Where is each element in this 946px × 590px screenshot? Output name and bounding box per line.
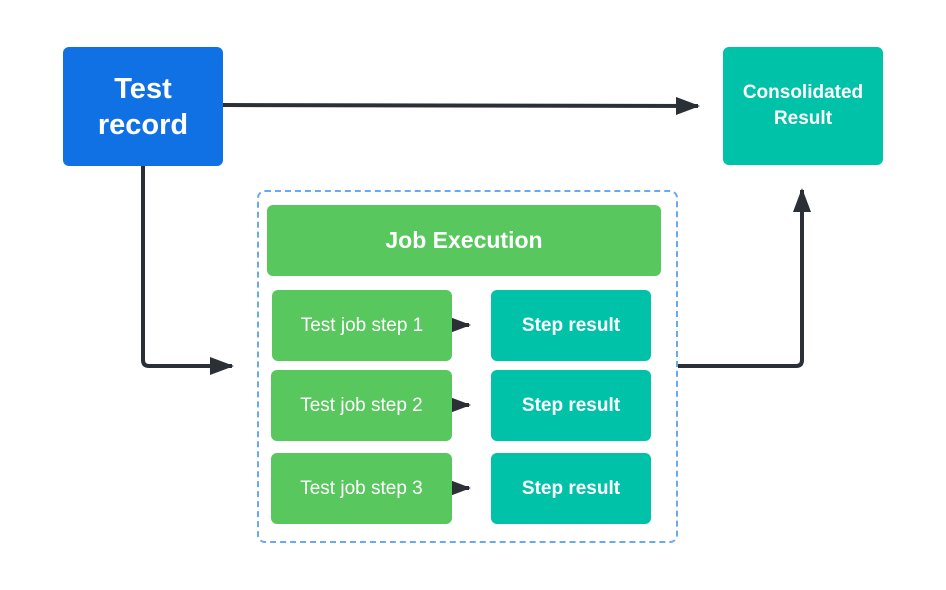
consolidated-result-label: Consolidated Result bbox=[742, 82, 864, 129]
step-node-2[interactable]: Test job step 2 bbox=[271, 370, 452, 441]
job-execution-node[interactable]: Job Execution bbox=[267, 205, 661, 276]
step-label: Test job step 1 bbox=[300, 314, 424, 336]
step-result-label: Step result bbox=[521, 477, 621, 499]
step-node-3[interactable]: Test job step 3 bbox=[271, 453, 452, 524]
connector-record-to-job bbox=[141, 166, 234, 375]
step-label: Test job step 2 bbox=[300, 394, 423, 416]
test-record-node[interactable]: Test record bbox=[63, 47, 223, 166]
step-result-node-2[interactable]: Step result bbox=[491, 370, 651, 441]
step-result-label: Step result bbox=[521, 394, 621, 416]
connector-record-to-consolidated bbox=[222, 96, 700, 115]
consolidated-result-node[interactable]: Consolidated Result bbox=[723, 47, 883, 165]
test-record-label: Test record bbox=[97, 72, 189, 141]
connector-job-to-consolidated bbox=[678, 188, 811, 368]
step-node-1[interactable]: Test job step 1 bbox=[272, 290, 452, 361]
step-result-node-3[interactable]: Step result bbox=[491, 453, 651, 524]
job-execution-label: Job Execution bbox=[385, 227, 543, 253]
step-result-node-1[interactable]: Step result bbox=[491, 290, 651, 361]
step-label: Test job step 3 bbox=[300, 477, 423, 499]
job-execution-group bbox=[257, 190, 678, 543]
step-result-label: Step result bbox=[521, 314, 621, 336]
